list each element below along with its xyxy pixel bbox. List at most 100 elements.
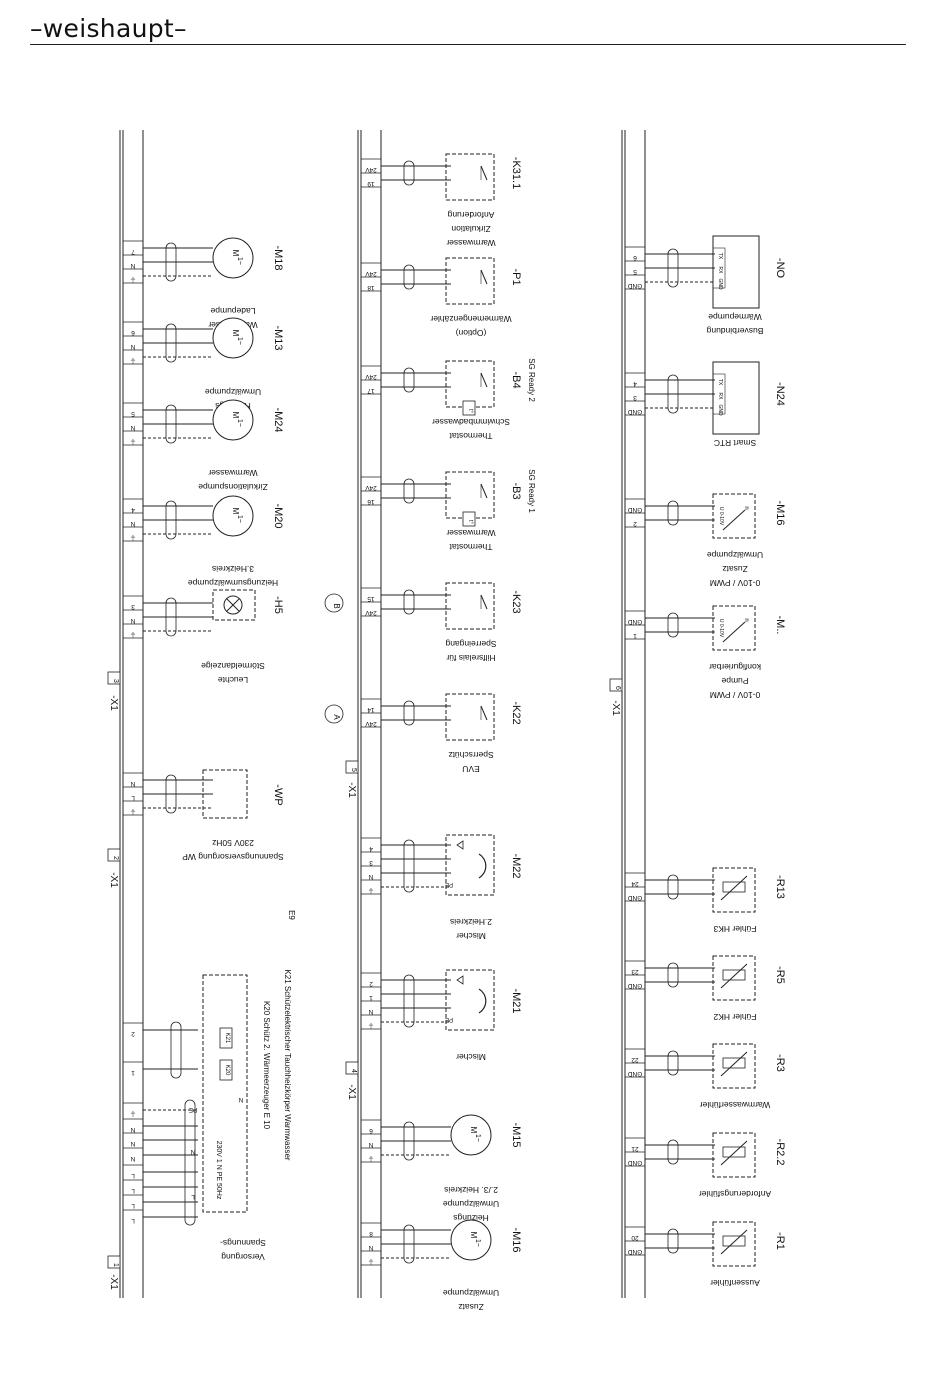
motor-symbol [212, 237, 254, 279]
cable-shield [403, 478, 415, 504]
terminal-label: L [131, 1172, 135, 1179]
cable-shield [165, 500, 177, 540]
device-label: -M16 [510, 1227, 522, 1252]
motor-symbol [450, 1219, 492, 1261]
terminal-label: ⏚ [368, 1022, 375, 1030]
terminal-label: ⏚ [130, 534, 137, 542]
rail-terminal-label: -X1 [610, 700, 621, 716]
terminal-label: 24V [365, 609, 377, 616]
device-description: Wärmemengenzähler [430, 314, 511, 324]
contact-switch [480, 165, 488, 181]
motor-symbol [212, 399, 254, 441]
bus-rx: RX [717, 393, 723, 401]
bus-gnd: GND [717, 278, 723, 290]
device-description: Zirkulationspumpe [198, 482, 268, 492]
motor-m: M [231, 250, 240, 257]
cable-shield [165, 597, 177, 637]
device-description: Leuchte [218, 675, 249, 685]
pwm-range: U 0-10V [718, 507, 724, 526]
sensor-box [712, 955, 756, 1001]
motor-m: M [469, 1232, 478, 1239]
device-description: Fühler HK3 [713, 924, 756, 934]
terminal-label: 3 [369, 859, 373, 866]
terminal-label: 7 [131, 248, 135, 255]
device-description: Wärmepumpe [708, 312, 762, 322]
device-description: Thermostat [449, 431, 493, 441]
sensor-diagonal [720, 963, 748, 989]
device-description: Umwälzpumpe [205, 387, 261, 397]
pwm-box [712, 605, 756, 651]
rail-terminal-label: -X1 [108, 1274, 119, 1290]
sensor-box [712, 1132, 756, 1178]
motor-phase: 1~ [236, 419, 243, 427]
pwm-diagonal [722, 621, 746, 643]
pe-label: PE [445, 1016, 453, 1022]
bus-gnd: GND [717, 404, 723, 416]
terminal-label: 2 [633, 520, 637, 527]
contact-switch [480, 705, 488, 721]
bus-tx: TX [717, 253, 723, 260]
terminal-label: 20 [631, 1234, 639, 1241]
device-description: Warmwasser [446, 238, 495, 248]
terminal-label: N [130, 1140, 135, 1147]
group-marker [107, 671, 121, 685]
thermostat-t: t° [467, 520, 473, 525]
lamp-box [212, 589, 256, 621]
terminal-label: 3 [131, 603, 135, 610]
device-description: Aussenfühler [710, 1278, 760, 1288]
device-description: Schwimmbadwasser [432, 417, 510, 427]
sensor-resistor [722, 1146, 746, 1158]
pwm-n: n [743, 506, 749, 509]
pwm-diagonal [722, 509, 746, 531]
sensor-resistor [722, 881, 746, 893]
device-description: 2.Heizkreis [450, 917, 492, 927]
terminal-label: N [130, 780, 135, 787]
contact-switch [480, 269, 488, 285]
bus-tx: TX [717, 379, 723, 386]
motor-phase: 1~ [236, 257, 243, 265]
device-label: -NO [774, 258, 786, 279]
terminal-label: 5 [633, 268, 637, 275]
terminal-label: GND [627, 282, 642, 289]
group-marker [107, 848, 121, 862]
device-description: Spannungs- [220, 1238, 266, 1248]
device-description: konfigurierbar [709, 662, 761, 672]
cable-shield [184, 1099, 196, 1226]
contact-box [445, 471, 495, 519]
terminal-label: ⏚ [130, 1110, 137, 1118]
pwm-box [712, 493, 756, 539]
terminal-label: 24V [365, 484, 377, 491]
device-extra-label: SG Ready 1 [527, 469, 536, 513]
device-label: -K31.1 [510, 157, 522, 189]
group-id: 6 [614, 686, 621, 690]
sensor-resistor [722, 969, 746, 981]
contact-box [445, 582, 495, 630]
sensor-box [712, 867, 756, 913]
terminal-label: 4 [633, 380, 637, 387]
mixer-arc [478, 853, 487, 879]
relay-label: K20 [224, 1065, 230, 1076]
device-description: 2./3. Heizkreis [444, 1185, 498, 1195]
group-id: 5 [350, 768, 357, 772]
device-description: Mischer [456, 931, 486, 941]
device-description: Smart RTC [714, 438, 756, 448]
terminal-label: 6 [633, 254, 637, 261]
device-description: Umwälzpumpe [443, 1288, 499, 1298]
terminal-label: GND [627, 408, 642, 415]
contact-switch [480, 483, 488, 499]
cable-shield [667, 1139, 679, 1165]
terminal-label: 8 [369, 1230, 373, 1237]
cable-shield [403, 700, 415, 726]
device-label: -P1 [510, 268, 522, 285]
cable-shield [403, 974, 415, 1028]
terminal-label: 14 [367, 706, 375, 713]
terminal-label: N [130, 617, 135, 624]
